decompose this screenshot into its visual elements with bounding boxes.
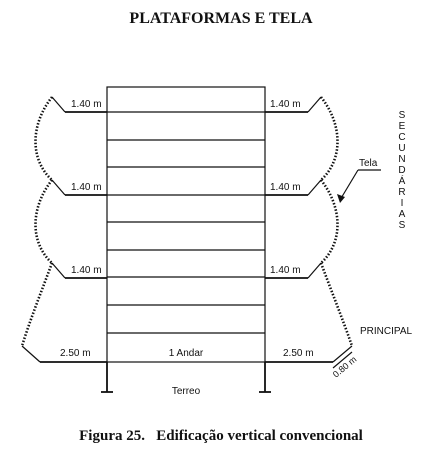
figure-caption: Figura 25. Edificação vertical convencio… [79,428,363,444]
left-secondary-platforms [51,96,107,279]
dim-base-right: 2.50 m [283,348,314,359]
svg-text:I: I [401,198,404,209]
diagram-title: PLATAFORMAS E TELA [129,10,313,27]
svg-text:A: A [399,209,406,220]
right-safety-net [319,96,354,347]
dim-right-3: 1.40 m [270,265,301,276]
ground-label: Terreo [172,386,201,397]
net-label: Tela [359,158,378,169]
floor-label: 1 Andar [169,348,204,359]
svg-text:N: N [398,154,405,165]
svg-text:S: S [399,110,406,121]
main-platforms [21,345,353,363]
svg-text:Á: Á [399,174,406,187]
dim-right-1: 1.40 m [270,99,301,110]
dim-left-3: 1.40 m [71,265,102,276]
svg-text:C: C [398,132,405,143]
svg-text:R: R [398,187,405,198]
secondary-vertical-label: S E C U N D Á R I A S [398,110,405,231]
dim-left-1: 1.40 m [71,99,102,110]
svg-text:U: U [398,143,405,154]
svg-text:E: E [399,121,406,132]
principal-label: PRINCIPAL [360,326,412,337]
left-safety-net [20,96,54,347]
building-outline [106,86,266,363]
slope-dimension-line [332,351,353,369]
dim-right-2: 1.40 m [270,182,301,193]
svg-text:S: S [399,220,406,231]
dim-left-2: 1.40 m [71,182,102,193]
floor-lines [107,111,265,334]
right-secondary-platforms [265,96,322,279]
net-pointer [337,169,381,203]
dim-base-left: 2.50 m [60,348,91,359]
svg-text:D: D [398,165,405,176]
